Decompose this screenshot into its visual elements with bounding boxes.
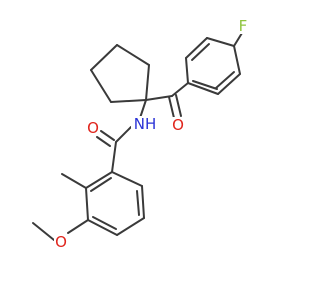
aromatic-inner-bond: [215, 71, 235, 89]
methyl-bond: [32, 222, 55, 241]
bond: [85, 187, 89, 221]
carbonyl-double-bond: [175, 94, 182, 117]
methoxy-oxygen-label: O: [55, 233, 67, 251]
bond: [217, 73, 241, 95]
methyl-bond: [61, 173, 87, 189]
bond: [110, 99, 147, 103]
fluorine-label: F: [239, 17, 248, 35]
bond: [111, 141, 117, 173]
molecule-canvas: F O O NH O: [32, 17, 250, 251]
aromatic-inner-bond: [136, 190, 140, 216]
aromatic-inner-bond: [192, 80, 218, 90]
atom-methoxy-oxygen: O: [54, 233, 68, 251]
aromatic-inner-bond: [92, 216, 117, 230]
atom-ketone-oxygen: O: [171, 116, 185, 134]
bond: [145, 95, 173, 101]
bond: [145, 64, 150, 101]
ketone-oxygen-label: O: [172, 116, 184, 134]
bond: [187, 82, 219, 95]
cyclopentane-ring: [90, 44, 150, 103]
carbonyl-double-bond: [168, 96, 175, 119]
bond: [233, 45, 241, 75]
aromatic-inner-bond: [191, 43, 210, 61]
carbonyl-double-bond: [100, 130, 115, 141]
amide-group: [96, 99, 147, 173]
bond: [116, 217, 145, 236]
benzene-ring: [32, 171, 145, 241]
amide-oxygen-label: O: [87, 119, 99, 137]
bond: [87, 219, 118, 236]
atom-fluorine: F: [236, 17, 250, 35]
structure-diagram: F O O NH O: [32, 17, 250, 251]
bond: [90, 69, 112, 103]
amide-nh-label: NH: [134, 115, 157, 133]
bond: [139, 99, 147, 119]
atom-amide-nitrogen: NH: [131, 115, 159, 133]
bond: [185, 57, 189, 84]
bond: [233, 32, 243, 47]
ketone-group: [145, 82, 189, 119]
bond: [171, 82, 189, 97]
bond: [116, 44, 150, 66]
bond: [185, 37, 208, 59]
bond: [85, 171, 113, 189]
bond: [111, 171, 143, 187]
bond: [115, 126, 132, 143]
bond: [90, 44, 118, 71]
fluorophenyl-ring: [185, 32, 243, 95]
bond: [206, 37, 235, 47]
carbonyl-double-bond: [96, 136, 111, 147]
atom-amide-oxygen: O: [86, 119, 100, 137]
bond: [67, 219, 89, 234]
bond: [141, 185, 145, 219]
aromatic-inner-bond: [90, 177, 112, 192]
